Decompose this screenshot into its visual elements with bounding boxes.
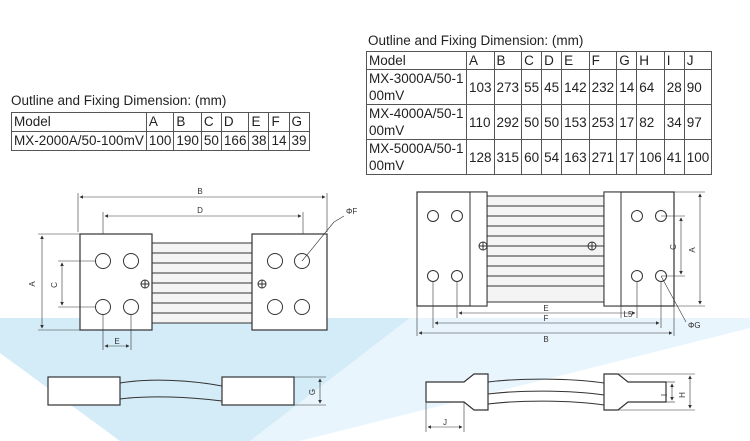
label-c: C: [50, 282, 59, 288]
value-cell: 82: [636, 104, 665, 140]
label-i: I: [660, 394, 669, 396]
label-h: H: [678, 392, 687, 398]
value-cell: 271: [588, 139, 618, 175]
label-g: G: [308, 389, 317, 395]
model-cell: MX-2000A/50-100mV: [11, 131, 147, 151]
value-cell: 38: [248, 131, 270, 151]
label-phi-g: ΦG: [688, 321, 701, 330]
value-cell: 17: [616, 139, 638, 175]
value-cell: 50: [521, 104, 543, 140]
label-j: J: [443, 418, 447, 427]
value-cell: 273: [493, 69, 523, 105]
value-cell: 17: [616, 104, 638, 140]
value-cell: 315: [493, 139, 523, 175]
value-cell: 50: [541, 104, 563, 140]
left-side-view: [47, 376, 326, 406]
value-cell: 100: [145, 131, 175, 151]
label-e-right: E: [543, 304, 548, 313]
value-cell: 28: [663, 69, 685, 105]
value-cell: 54: [541, 139, 563, 175]
label-a-right: A: [688, 247, 697, 253]
right-top-view: [416, 191, 705, 336]
label-phi-f: ΦF: [346, 207, 357, 216]
label-c-right: C: [669, 244, 678, 250]
value-cell: 90: [683, 69, 713, 105]
value-cell: 163: [561, 139, 590, 175]
label-f-right: F: [544, 314, 549, 323]
value-cell: 232: [588, 69, 618, 105]
label-l5: L5: [624, 310, 633, 319]
right-side-view: [425, 373, 695, 432]
value-cell: 153: [561, 104, 590, 140]
value-cell: 34: [663, 104, 685, 140]
value-cell: 142: [561, 69, 590, 105]
value-cell: 100: [683, 139, 713, 175]
table-small-caption: Outline and Fixing Dimension: (mm): [11, 93, 227, 108]
value-cell: 14: [616, 69, 638, 105]
value-cell: 128: [466, 139, 495, 175]
value-cell: 106: [636, 139, 665, 175]
left-top-view: [38, 193, 345, 350]
label-b: B: [197, 187, 202, 196]
label-b-right: B: [543, 335, 548, 344]
value-cell: 55: [521, 69, 543, 105]
value-cell: 97: [683, 104, 713, 140]
value-cell: 39: [288, 131, 310, 151]
model-cell: MX-4000A/50-100mV: [366, 104, 467, 140]
label-a: A: [28, 281, 37, 287]
label-d: D: [197, 206, 203, 215]
value-cell: 41: [663, 139, 685, 175]
model-cell: MX-5000A/50-100mV: [366, 139, 467, 175]
value-cell: 50: [200, 131, 222, 151]
model-cell: MX-3000A/50-100mV: [366, 69, 467, 105]
table-large-caption: Outline and Fixing Dimension: (mm): [368, 33, 584, 48]
label-e: E: [114, 337, 119, 346]
value-cell: 292: [493, 104, 523, 140]
